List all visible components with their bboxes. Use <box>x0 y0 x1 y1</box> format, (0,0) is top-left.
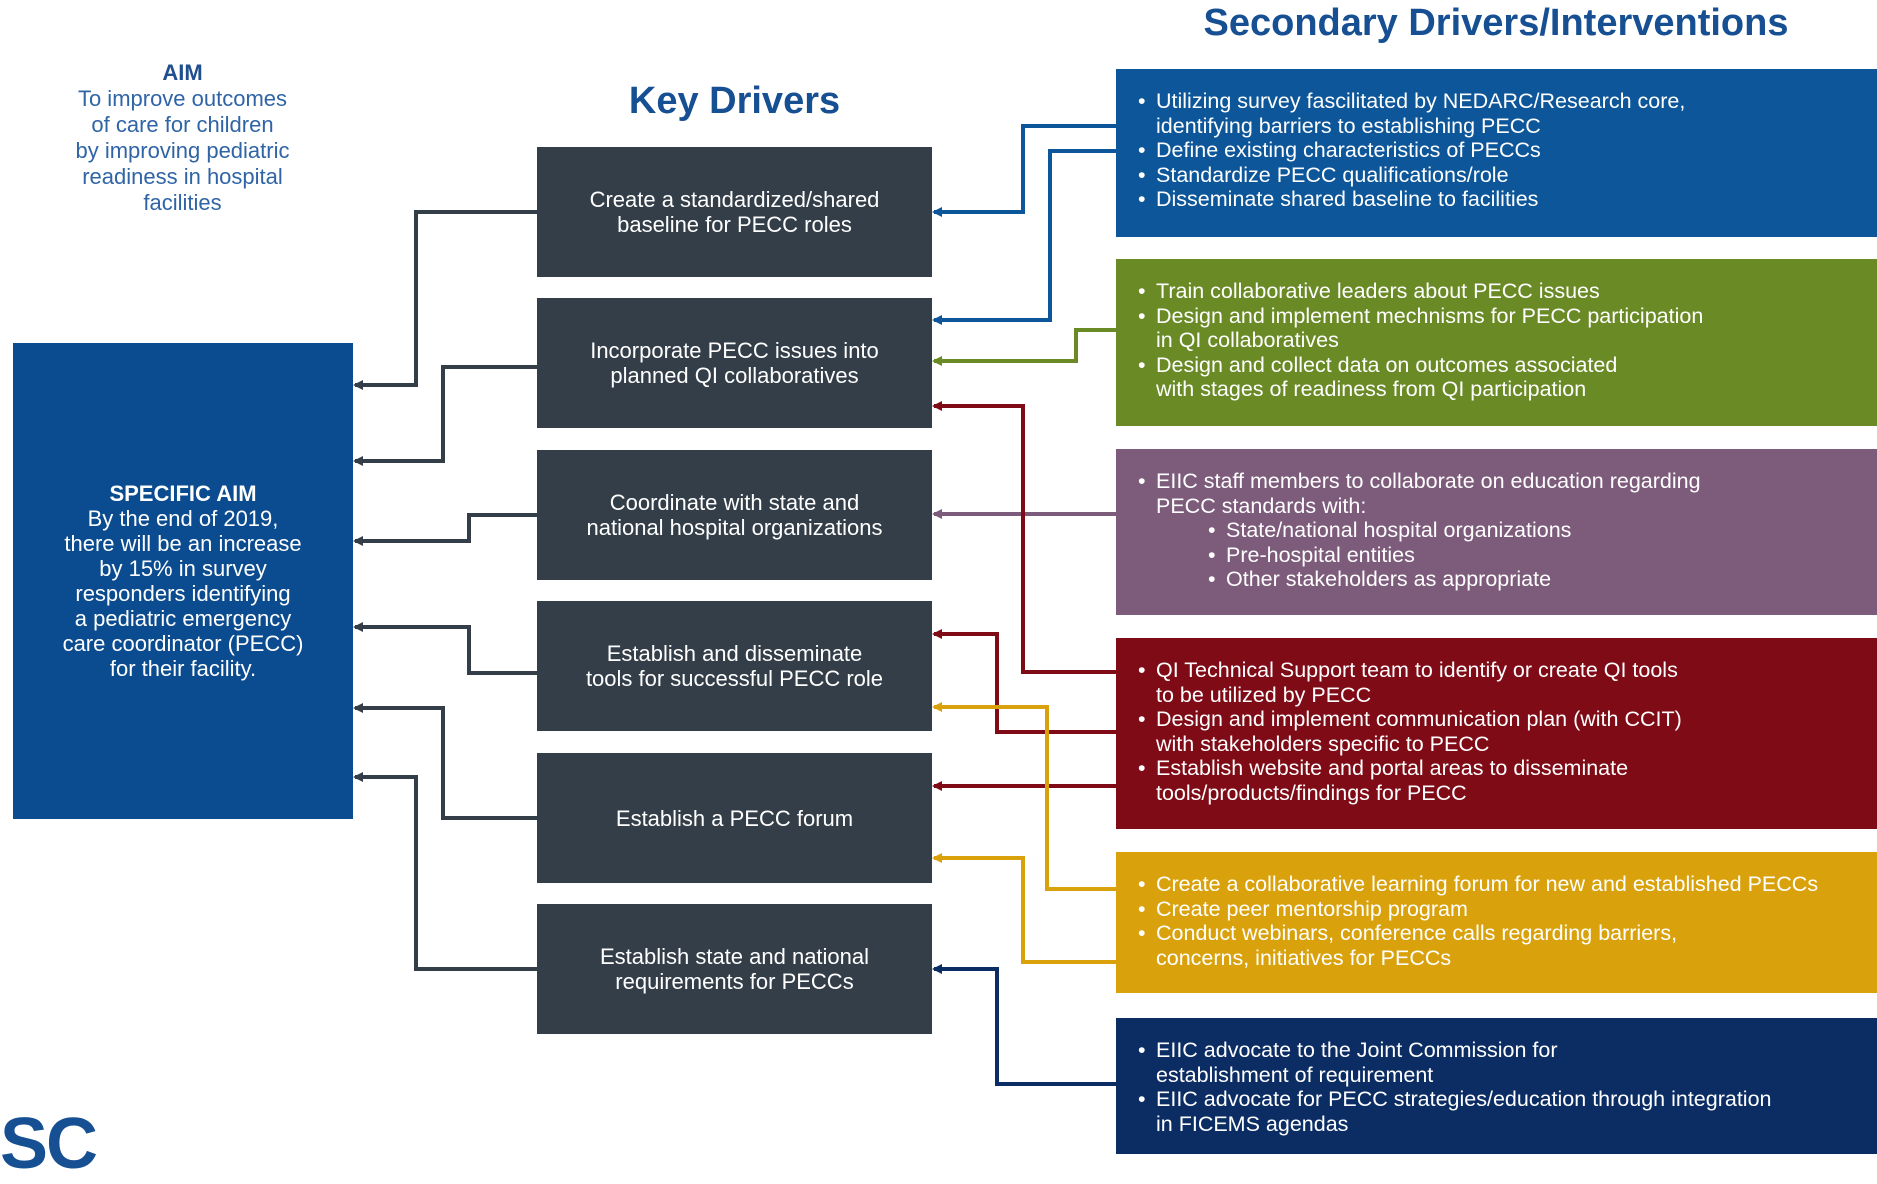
key-driver-line: Establish a PECC forum <box>615 805 854 831</box>
intervention-subitem: Other stakeholders as appropriate <box>1138 567 1857 592</box>
key-driver-box: Create a standardized/shared baseline fo… <box>537 147 932 277</box>
secondary-driver-box-blue: Utilizing survey fascilitated by NEDARC/… <box>1116 69 1877 237</box>
connector-blue-2 <box>932 149 1116 325</box>
key-driver-box: Establish and disseminate tools for succ… <box>537 601 932 731</box>
aim-line: readiness in hospital <box>82 164 283 189</box>
intervention-item: Design and implement mechnisms for PECC … <box>1138 304 1857 353</box>
key-driver-box: Coordinate with state and national hospi… <box>537 450 932 580</box>
connector-kd3 <box>353 513 537 546</box>
specific-aim-line: care coordinator (PECC) <box>62 631 304 656</box>
intervention-item: Disseminate shared baseline to facilitie… <box>1138 187 1857 212</box>
intervention-item: Utilizing survey fascilitated by NEDARC/… <box>1138 89 1857 138</box>
connector-red-1 <box>932 401 1116 674</box>
connector-blue-1 <box>932 124 1116 217</box>
key-driver-box: Establish a PECC forum <box>537 753 932 883</box>
key-driver-line: requirements for PECCs <box>615 969 854 994</box>
connector-kd5 <box>353 703 537 820</box>
intervention-item: Create a collaborative learning forum fo… <box>1138 872 1857 897</box>
aim-block: AIM To improve outcomes of care for chil… <box>40 60 325 216</box>
key-driver-line: planned QI collaboratives <box>610 363 859 388</box>
intervention-item: Create peer mentorship program <box>1138 897 1857 922</box>
connector-green <box>932 328 1116 366</box>
logo-fragment: SC <box>0 1104 98 1184</box>
key-driver-line: Coordinate with state and <box>609 490 860 515</box>
intervention-item: QI Technical Support team to identify or… <box>1138 658 1857 707</box>
intervention-subitem: Pre-hospital entities <box>1138 543 1857 568</box>
intervention-item: EIIC staff members to collaborate on edu… <box>1138 469 1857 518</box>
secondary-driver-box-purple: EIIC staff members to collaborate on edu… <box>1116 449 1877 615</box>
specific-aim-line: responders identifying <box>75 581 291 606</box>
key-driver-line: Create a standardized/shared <box>589 187 880 212</box>
aim-line: by improving pediatric <box>75 138 290 163</box>
connector-lines <box>353 124 1116 1086</box>
intervention-item: Conduct webinars, conference calls regar… <box>1138 921 1857 970</box>
secondary-driver-box-gold: Create a collaborative learning forum fo… <box>1116 852 1877 993</box>
specific-aim-line: a pediatric emergency <box>74 606 292 631</box>
intervention-item: Establish website and portal areas to di… <box>1138 756 1857 805</box>
specific-aim-line: by 15% in survey <box>99 556 267 581</box>
aim-line: facilities <box>143 190 222 215</box>
intervention-item: Standardize PECC qualifications/role <box>1138 163 1857 188</box>
secondary-driver-box-navy: EIIC advocate to the Joint Commission fo… <box>1116 1018 1877 1154</box>
specific-aim-box: SPECIFIC AIM By the end of 2019, there w… <box>13 343 353 819</box>
connector-red-2 <box>932 629 1116 734</box>
key-driver-line: national hospital organizations <box>586 515 883 540</box>
key-driver-line: Establish and disseminate <box>606 641 863 666</box>
key-driver-line: Incorporate PECC issues into <box>590 338 879 363</box>
specific-aim-heading: SPECIFIC AIM <box>109 481 257 506</box>
key-driver-line: baseline for PECC roles <box>617 212 852 237</box>
specific-aim-line: there will be an increase <box>64 531 302 556</box>
connector-gold-1 <box>932 702 1116 891</box>
intervention-subitem: State/national hospital organizations <box>1138 518 1857 543</box>
key-driver-box: Incorporate PECC issues into planned QI … <box>537 298 932 428</box>
intervention-item: Design and collect data on outcomes asso… <box>1138 353 1857 402</box>
connector-navy <box>932 964 1116 1086</box>
connector-gold-2 <box>932 853 1116 964</box>
key-drivers-title: Key Drivers <box>628 80 841 122</box>
key-driver-line: tools for successful PECC role <box>585 666 884 691</box>
secondary-driver-box-green: Train collaborative leaders about PECC i… <box>1116 259 1877 426</box>
secondary-driver-box-red: QI Technical Support team to identify or… <box>1116 638 1877 829</box>
key-driver-box: Establish state and national requirement… <box>537 904 932 1034</box>
specific-aim-line: By the end of 2019, <box>87 506 279 531</box>
intervention-item: Train collaborative leaders about PECC i… <box>1138 279 1857 304</box>
aim-line: To improve outcomes <box>77 86 288 111</box>
intervention-item: Design and implement communication plan … <box>1138 707 1857 756</box>
connector-kd2 <box>353 365 537 466</box>
connector-kd1 <box>353 210 537 390</box>
key-driver-line: Establish state and national <box>599 944 870 969</box>
aim-heading: AIM <box>162 60 203 85</box>
specific-aim-line: for their facility. <box>109 656 257 681</box>
intervention-item: EIIC advocate to the Joint Commission fo… <box>1138 1038 1857 1087</box>
intervention-item: Define existing characteristics of PECCs <box>1138 138 1857 163</box>
connector-kd6 <box>353 772 537 971</box>
aim-line: of care for children <box>91 112 274 137</box>
connector-kd4 <box>353 622 537 675</box>
secondary-drivers-title: Secondary Drivers/Interventions <box>1203 2 1789 44</box>
intervention-item: EIIC advocate for PECC strategies/educat… <box>1138 1087 1857 1136</box>
